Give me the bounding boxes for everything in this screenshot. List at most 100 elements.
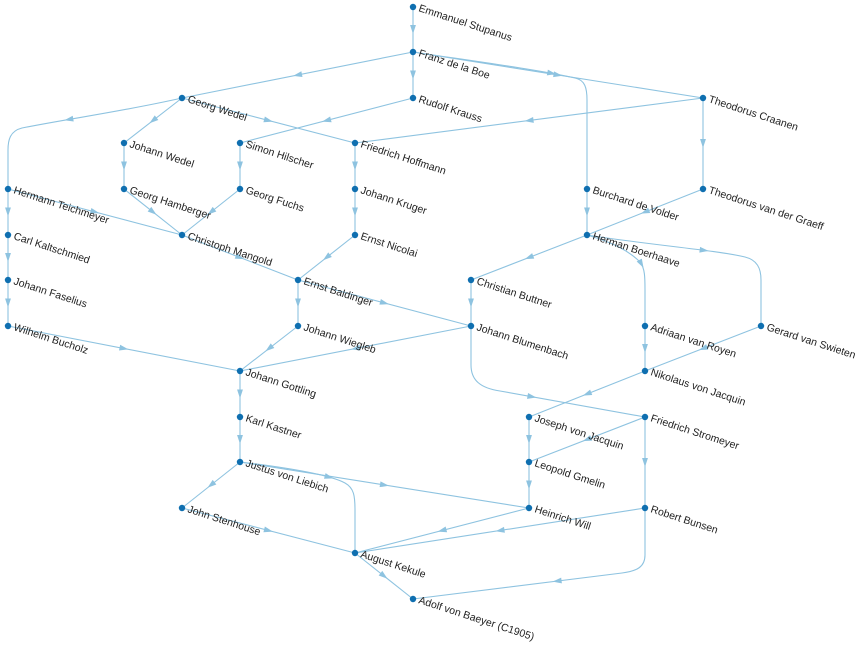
arrow-will-to-kekule bbox=[437, 526, 448, 533]
node-label: Georg Wedel bbox=[186, 93, 248, 123]
node-dot bbox=[120, 139, 128, 147]
node-dot bbox=[294, 322, 302, 330]
node-label: Rudolf Krauss bbox=[417, 93, 483, 125]
node-label: Johann Gottling bbox=[244, 366, 318, 400]
node-faselius: Johann Faselius bbox=[4, 275, 89, 310]
edge-bunsen-to-baeyer bbox=[412, 508, 646, 600]
node-label: John Stenhouse bbox=[186, 503, 262, 538]
arrow-jacquin_n-to-jacquin_j bbox=[582, 389, 593, 396]
arrow-kaltschmied-to-faselius bbox=[5, 253, 11, 262]
edge-blumenbach-to-stromeyer bbox=[470, 326, 646, 418]
arrow-bunsen-to-kekule bbox=[495, 526, 505, 533]
arrow-mangold-to-baldinger bbox=[234, 253, 245, 260]
arrow-hilscher-to-fuchs bbox=[237, 161, 243, 171]
node-dot bbox=[236, 185, 244, 193]
node-label: Hermann Teichmeyer bbox=[12, 184, 111, 226]
node-swieten: Gerard van Swieten bbox=[757, 321, 857, 362]
arrow-volder-to-boerhaave bbox=[584, 207, 590, 217]
node-label: Theodorus Craanen bbox=[707, 93, 800, 133]
arrow-kruger-to-nicolai bbox=[352, 207, 358, 217]
node-stupanus: Emmanuel Stupanus bbox=[409, 2, 513, 44]
arrow-faselius-to-bucholz bbox=[5, 298, 11, 308]
node-dot bbox=[120, 185, 128, 193]
node-label: Joseph von Jacquin bbox=[533, 412, 625, 452]
node-dot bbox=[525, 458, 533, 466]
arrow-hamberger-to-mangold bbox=[147, 206, 157, 215]
arrow-stromeyer-to-bunsen bbox=[642, 458, 648, 467]
node-liebig: Justus von Liebich bbox=[236, 457, 330, 496]
node-label: Christoph Mangold bbox=[186, 230, 274, 269]
arrow-liebig-to-stenhouse bbox=[207, 479, 217, 488]
node-label: Leopold Gmelin bbox=[533, 457, 607, 491]
arrow-swieten-to-jacquin_n bbox=[698, 344, 709, 351]
node-dot bbox=[583, 185, 591, 193]
node-jacquin_n: Nikolaus von Jacquin bbox=[641, 366, 747, 409]
node-dot bbox=[4, 276, 12, 284]
node-dot bbox=[236, 367, 244, 375]
node-kekule: August Kekule bbox=[351, 548, 427, 581]
arrow-boerhaave-to-royen bbox=[636, 258, 644, 268]
node-label: Karl Kastner bbox=[244, 412, 303, 441]
node-baldinger: Ernst Baldinger bbox=[294, 275, 375, 309]
node-stenhouse: John Stenhouse bbox=[178, 503, 262, 538]
node-label: Robert Bunsen bbox=[649, 503, 719, 536]
node-dot bbox=[409, 3, 417, 11]
node-baeyer: Adolf von Baeyer (C1905) bbox=[409, 594, 536, 643]
node-label: Burchard de Volder bbox=[591, 184, 681, 223]
arrow-liebig-to-will bbox=[379, 481, 389, 488]
node-graeff: Theodorus van der Graeff bbox=[699, 184, 825, 233]
node-dot bbox=[525, 413, 533, 421]
arrow-buttner-to-blumenbach bbox=[468, 298, 474, 308]
edges-layer bbox=[5, 7, 762, 600]
node-krauss: Rudolf Krauss bbox=[409, 93, 484, 125]
node-label: Johann Faselius bbox=[12, 275, 88, 310]
node-label: Justus von Liebich bbox=[244, 457, 330, 495]
node-wedel_j: Johann Wedel bbox=[120, 138, 195, 171]
node-dot bbox=[699, 94, 707, 102]
arrow-royen-to-jacquin_n bbox=[642, 344, 648, 353]
node-label: Nikolaus von Jacquin bbox=[649, 366, 747, 408]
node-label: Gerard van Swieten bbox=[765, 321, 857, 361]
node-label: Johann Blumenbach bbox=[475, 321, 570, 362]
arrow-craanen-to-graeff bbox=[700, 139, 706, 148]
node-label: Herman Boerhaave bbox=[591, 230, 681, 270]
arrow-blumenbach-to-stromeyer bbox=[527, 393, 537, 399]
node-dot bbox=[236, 139, 244, 147]
node-dot bbox=[351, 549, 359, 557]
node-hamberger: Georg Hamberger bbox=[120, 184, 213, 222]
node-dot bbox=[294, 276, 302, 284]
edge-deleboe-to-volder bbox=[412, 51, 588, 189]
arrow-wedel_g-to-wedel_j bbox=[149, 115, 159, 124]
node-dot bbox=[467, 322, 475, 330]
node-dot bbox=[641, 322, 649, 330]
node-dot bbox=[467, 276, 475, 284]
node-stromeyer: Friedrich Stromeyer bbox=[641, 412, 741, 452]
node-dot bbox=[641, 413, 649, 421]
node-label: Heinrich Will bbox=[533, 503, 592, 532]
node-dot bbox=[4, 231, 12, 239]
node-dot bbox=[583, 231, 591, 239]
edge-liebig-to-kekule bbox=[239, 461, 356, 553]
edge-wedel_g-to-teichmeyer bbox=[7, 97, 183, 189]
arrow-blumenbach-to-gottling bbox=[351, 344, 361, 351]
node-hoffmann: Friedrich Hoffmann bbox=[351, 138, 448, 177]
arrow-deleboe-to-wedel_g bbox=[293, 71, 303, 77]
arrow-teichmeyer-to-kaltschmied bbox=[5, 207, 11, 217]
node-dot bbox=[351, 139, 359, 147]
node-label: Christian Buttner bbox=[475, 275, 554, 311]
arrow-boerhaave-to-swieten bbox=[699, 246, 709, 253]
arrow-teichmeyer-to-mangold bbox=[89, 208, 100, 214]
arrow-baldinger-to-wiegleb bbox=[295, 298, 301, 308]
node-buttner: Christian Buttner bbox=[467, 275, 554, 311]
node-dot bbox=[351, 185, 359, 193]
arrow-jacquin_j-to-gmelin bbox=[526, 435, 532, 444]
node-dot bbox=[351, 231, 359, 239]
node-dot bbox=[178, 504, 186, 512]
node-label: Friedrich Stromeyer bbox=[649, 412, 741, 452]
node-label: Georg Hamberger bbox=[128, 184, 213, 222]
node-mangold: Christoph Mangold bbox=[178, 230, 274, 269]
edge-boerhaave-to-swieten bbox=[586, 234, 762, 326]
node-label: Johann Kruger bbox=[359, 184, 429, 217]
arrow-nicolai-to-baldinger bbox=[322, 252, 332, 261]
arrow-stromeyer-to-gmelin bbox=[582, 435, 593, 442]
